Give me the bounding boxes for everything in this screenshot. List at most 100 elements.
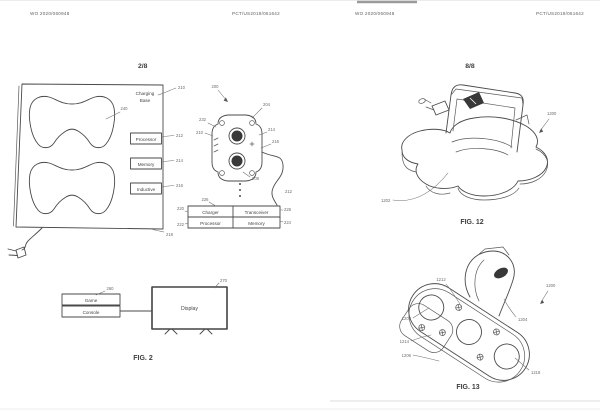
ellipsis-dots bbox=[239, 183, 241, 197]
fig13-drawing: 1212 1200 1204 1208 1214 1206 1218 FIG. … bbox=[392, 247, 556, 400]
leader-base-ref bbox=[158, 88, 176, 95]
ref-fig13-left-c: 1206 bbox=[402, 353, 412, 358]
display-label: Display bbox=[181, 306, 198, 312]
arrowhead-detail-top bbox=[224, 97, 228, 102]
plate-riser bbox=[465, 251, 514, 316]
controller-detail: 200 232 210 204 214 bbox=[177, 84, 293, 228]
ref-detail-right-upper: 204 bbox=[263, 102, 271, 107]
ref-fig13-left-a: 1208 bbox=[402, 316, 412, 321]
leader-base-bottom bbox=[151, 229, 164, 232]
ref-grid-left-top: 220 bbox=[177, 206, 185, 211]
power-cord bbox=[22, 228, 42, 250]
ref-processor: 212 bbox=[176, 133, 184, 138]
ref-console-stack: 260 bbox=[107, 286, 115, 291]
ref-fig13-top: 1212 bbox=[436, 277, 446, 282]
ref-fig13-left-b: 1214 bbox=[400, 339, 410, 344]
ref-detail-top: 200 bbox=[212, 84, 220, 89]
charging-cable bbox=[262, 152, 283, 205]
charging-base-label-line1: Charging bbox=[136, 91, 155, 96]
ref-grid-top: 226 bbox=[202, 197, 210, 202]
plate-flap bbox=[395, 299, 457, 356]
sheet-left-header-right: PCT/US2019/051642 bbox=[232, 11, 280, 16]
sheet-right-header-right: PCT/US2019/051642 bbox=[536, 11, 584, 16]
leader-memory-ref bbox=[162, 161, 174, 163]
button-icon bbox=[250, 171, 255, 176]
dock-base-rim bbox=[402, 149, 548, 200]
plate-riser-inner bbox=[475, 260, 484, 301]
sheet-right-page-number: 8/8 bbox=[465, 63, 475, 70]
processor2-label: Processor bbox=[200, 221, 221, 226]
charger-label: Charger bbox=[202, 210, 219, 215]
ref-fig13-station: 1200 bbox=[546, 283, 556, 288]
leader-bottom bbox=[243, 172, 250, 177]
connector-plug bbox=[418, 98, 449, 115]
charging-base-edge-line bbox=[14, 86, 20, 226]
ref-memory: 214 bbox=[176, 158, 184, 163]
logo-emblem bbox=[463, 92, 484, 109]
plate-hole-1 bbox=[414, 290, 449, 325]
fig12-caption: FIG. 12 bbox=[460, 219, 483, 226]
ref-inductive: 216 bbox=[176, 183, 184, 188]
leader-right-upper bbox=[252, 108, 262, 118]
ref-detail-bottom: 208 bbox=[252, 176, 260, 181]
fig12-drawing: 1200 1202 FIG. 12 bbox=[381, 85, 557, 226]
leader-inductive-ref bbox=[162, 186, 174, 188]
button-icon bbox=[220, 171, 225, 176]
ref-detail-left-lower: 210 bbox=[196, 130, 204, 135]
inductive-label: Inductive bbox=[137, 187, 156, 192]
ref-charging-base: 210 bbox=[178, 85, 186, 90]
screw-icons bbox=[418, 292, 501, 367]
adapter-plate bbox=[392, 274, 539, 401]
ref-fig12-base: 1202 bbox=[381, 198, 391, 203]
controller-top-view bbox=[212, 115, 262, 181]
joystick-1 bbox=[232, 131, 243, 142]
memory2-label: Memory bbox=[248, 221, 265, 226]
ref-fig13-bottom-right: 1218 bbox=[531, 370, 541, 375]
sheet-left: WO 2020/060948 PCT/US2019/051642 2/8 Cha… bbox=[8, 11, 293, 362]
ref-display: 270 bbox=[220, 278, 228, 283]
media-diagram: Game Console 260 Display 270 bbox=[62, 278, 228, 334]
fig13-caption: FIG. 13 bbox=[456, 384, 479, 391]
ref-fig13-riser: 1204 bbox=[518, 317, 528, 322]
dock-back-inner bbox=[453, 99, 515, 148]
leader-right-mid bbox=[259, 132, 267, 135]
ref-cable: 212 bbox=[285, 189, 293, 194]
ref-controller: 240 bbox=[121, 106, 129, 111]
leader-left-upper bbox=[208, 123, 216, 127]
game-label: Game bbox=[85, 298, 98, 303]
sheet-left-page-number: 2/8 bbox=[138, 63, 148, 70]
dock-base-top bbox=[402, 117, 548, 196]
plate-hole-3 bbox=[489, 339, 524, 374]
plug-icon bbox=[8, 247, 26, 258]
leader-grid-top bbox=[209, 202, 216, 206]
ref-detail-right-mid: 214 bbox=[268, 127, 276, 132]
dpad-hatch-lines bbox=[214, 138, 218, 152]
ref-grid-right-top: 228 bbox=[284, 207, 292, 212]
button-plus-icon bbox=[250, 142, 254, 146]
leader-fig12-base bbox=[393, 173, 448, 201]
plate-depth-line bbox=[399, 279, 535, 392]
button-icon bbox=[250, 121, 255, 126]
arrowhead-fig12 bbox=[539, 128, 543, 133]
leader-fig13-left-a bbox=[413, 308, 429, 318]
leader-controller-ref bbox=[106, 112, 120, 119]
leader-right-lower bbox=[261, 144, 271, 148]
ref-grid-right-bottom: 224 bbox=[284, 220, 292, 225]
joystick-2 bbox=[232, 156, 243, 167]
transceiver-label: Transceiver bbox=[245, 210, 269, 215]
button-icon bbox=[220, 121, 225, 126]
controller-outline-2 bbox=[29, 162, 114, 213]
riser-port bbox=[492, 265, 510, 280]
memory-label: Memory bbox=[138, 162, 155, 167]
arrowhead-fig13 bbox=[540, 300, 544, 304]
dock-back-top-bevel bbox=[451, 89, 523, 105]
charging-base-label-line2: Base bbox=[140, 98, 151, 103]
ref-fig12-station: 1200 bbox=[547, 111, 557, 116]
ref-grid-left-bottom: 222 bbox=[177, 222, 185, 227]
fig2-caption: FIG. 2 bbox=[133, 355, 153, 362]
leader-fig13-riser bbox=[504, 299, 516, 317]
cradle-slot bbox=[452, 138, 512, 155]
ref-base-bottom: 218 bbox=[166, 232, 174, 237]
